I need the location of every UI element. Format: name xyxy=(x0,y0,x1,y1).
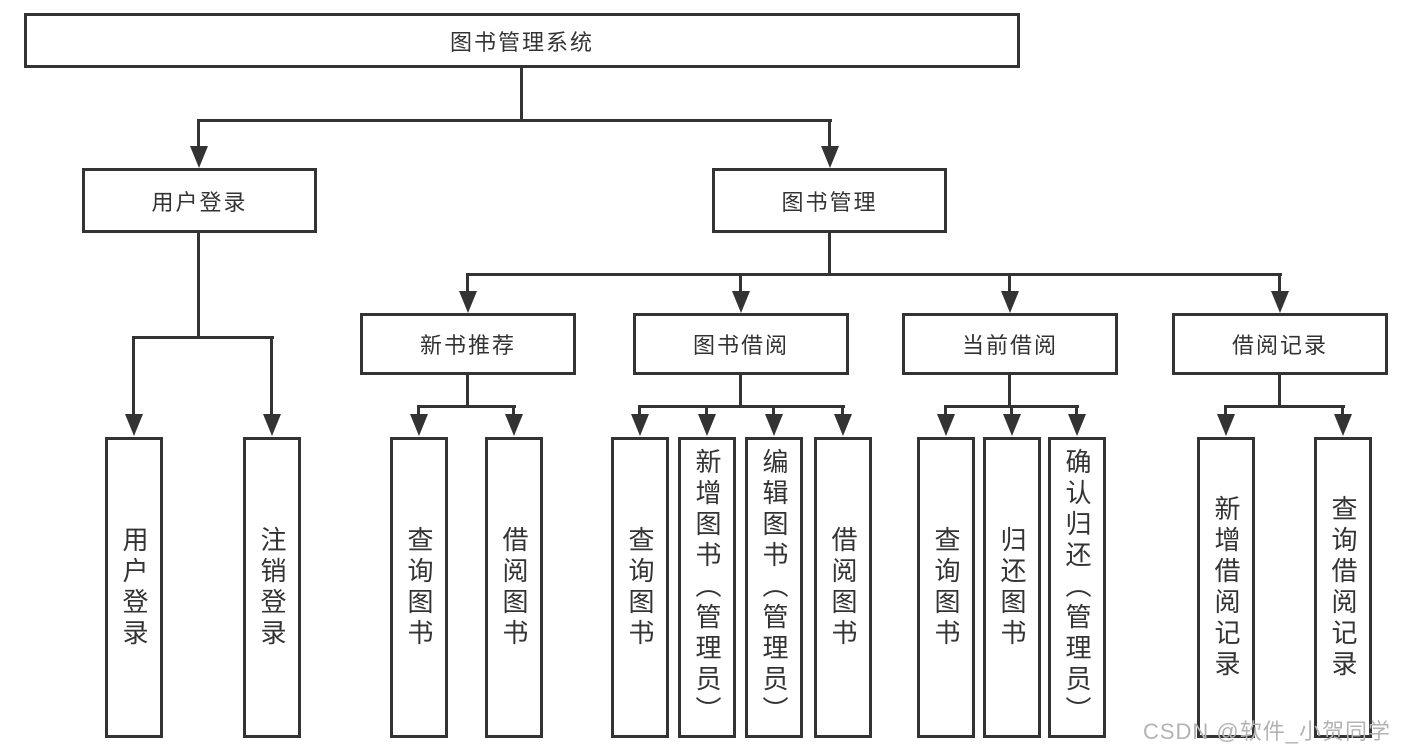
arrow-down-icon xyxy=(410,414,428,436)
connector-line xyxy=(1224,405,1345,408)
arrow-down-icon xyxy=(190,146,208,168)
node-book-borrowing: 图书借阅 xyxy=(633,313,849,375)
connector-line xyxy=(841,405,844,419)
arrow-down-icon xyxy=(821,146,839,168)
connector-line xyxy=(1341,405,1344,419)
csdn-watermark: CSDN @软件_小贺同学 xyxy=(1142,719,1391,744)
leaf-logout: 注销登录 xyxy=(243,437,301,738)
connector-line xyxy=(270,336,273,416)
arrow-down-icon xyxy=(1271,291,1289,313)
leaf-borrow-books-borrowing: 借阅图书 xyxy=(814,437,872,738)
node-borrowing-records: 借阅记录 xyxy=(1172,313,1388,375)
arrow-down-icon xyxy=(631,414,649,436)
connector-line xyxy=(197,233,200,336)
connector-line xyxy=(198,119,832,122)
arrow-down-icon xyxy=(505,414,523,436)
arrow-down-icon xyxy=(698,414,716,436)
arrow-down-icon xyxy=(1001,291,1019,313)
node-new-book-recommendation: 新书推荐 xyxy=(360,313,576,375)
connector-line xyxy=(705,405,708,419)
arrow-down-icon xyxy=(834,414,852,436)
arrow-down-icon xyxy=(732,291,750,313)
connector-line xyxy=(197,119,200,153)
connector-line xyxy=(512,405,515,419)
node-book-management: 图书管理 xyxy=(712,168,947,233)
connector-line xyxy=(1278,273,1281,293)
leaf-edit-book-admin: 编辑图书（管理员） xyxy=(745,437,803,738)
connector-line xyxy=(417,405,420,419)
connector-line xyxy=(638,405,845,408)
connector-line xyxy=(466,375,469,408)
leaf-query-borrow-record: 查询借阅记录 xyxy=(1314,437,1372,738)
arrow-down-icon xyxy=(1068,414,1086,436)
arrow-down-icon xyxy=(459,291,477,313)
leaf-query-books-borrowing: 查询图书 xyxy=(611,437,669,738)
leaf-confirm-return-admin: 确认归还（管理员） xyxy=(1048,437,1106,738)
arrow-down-icon xyxy=(1334,414,1352,436)
arrow-down-icon xyxy=(1217,414,1235,436)
connector-line xyxy=(1278,375,1281,408)
arrow-down-icon xyxy=(1003,414,1021,436)
connector-line xyxy=(638,405,641,419)
connector-line xyxy=(466,273,469,293)
connector-line xyxy=(944,405,947,419)
connector-line xyxy=(132,336,135,416)
connector-line xyxy=(828,233,831,275)
leaf-add-book-admin: 新增图书（管理员） xyxy=(678,437,736,738)
arrow-down-icon xyxy=(125,414,143,436)
leaf-borrow-books-recommend: 借阅图书 xyxy=(485,437,543,738)
node-library-management-system: 图书管理系统 xyxy=(24,13,1020,68)
connector-line xyxy=(1075,405,1078,419)
leaf-query-books-recommend: 查询图书 xyxy=(390,437,448,738)
connector-line xyxy=(1224,405,1227,419)
connector-line xyxy=(772,405,775,419)
connector-line xyxy=(1008,273,1011,293)
connector-line xyxy=(417,405,516,408)
connector-line xyxy=(828,119,831,153)
arrow-down-icon xyxy=(937,414,955,436)
leaf-query-books-current: 查询图书 xyxy=(917,437,975,738)
connector-line xyxy=(739,273,742,293)
connector-line xyxy=(466,273,1282,276)
node-user-login: 用户登录 xyxy=(82,168,317,233)
node-current-borrowing: 当前借阅 xyxy=(902,313,1118,375)
connector-line xyxy=(520,68,523,121)
leaf-return-books: 归还图书 xyxy=(983,437,1041,738)
arrow-down-icon xyxy=(263,414,281,436)
connector-line xyxy=(1008,375,1011,408)
leaf-user-login: 用户登录 xyxy=(105,437,163,738)
connector-line xyxy=(132,336,274,339)
arrow-down-icon xyxy=(765,414,783,436)
connector-line xyxy=(1010,405,1013,419)
leaf-add-borrow-record: 新增借阅记录 xyxy=(1197,437,1255,738)
connector-line xyxy=(739,375,742,408)
